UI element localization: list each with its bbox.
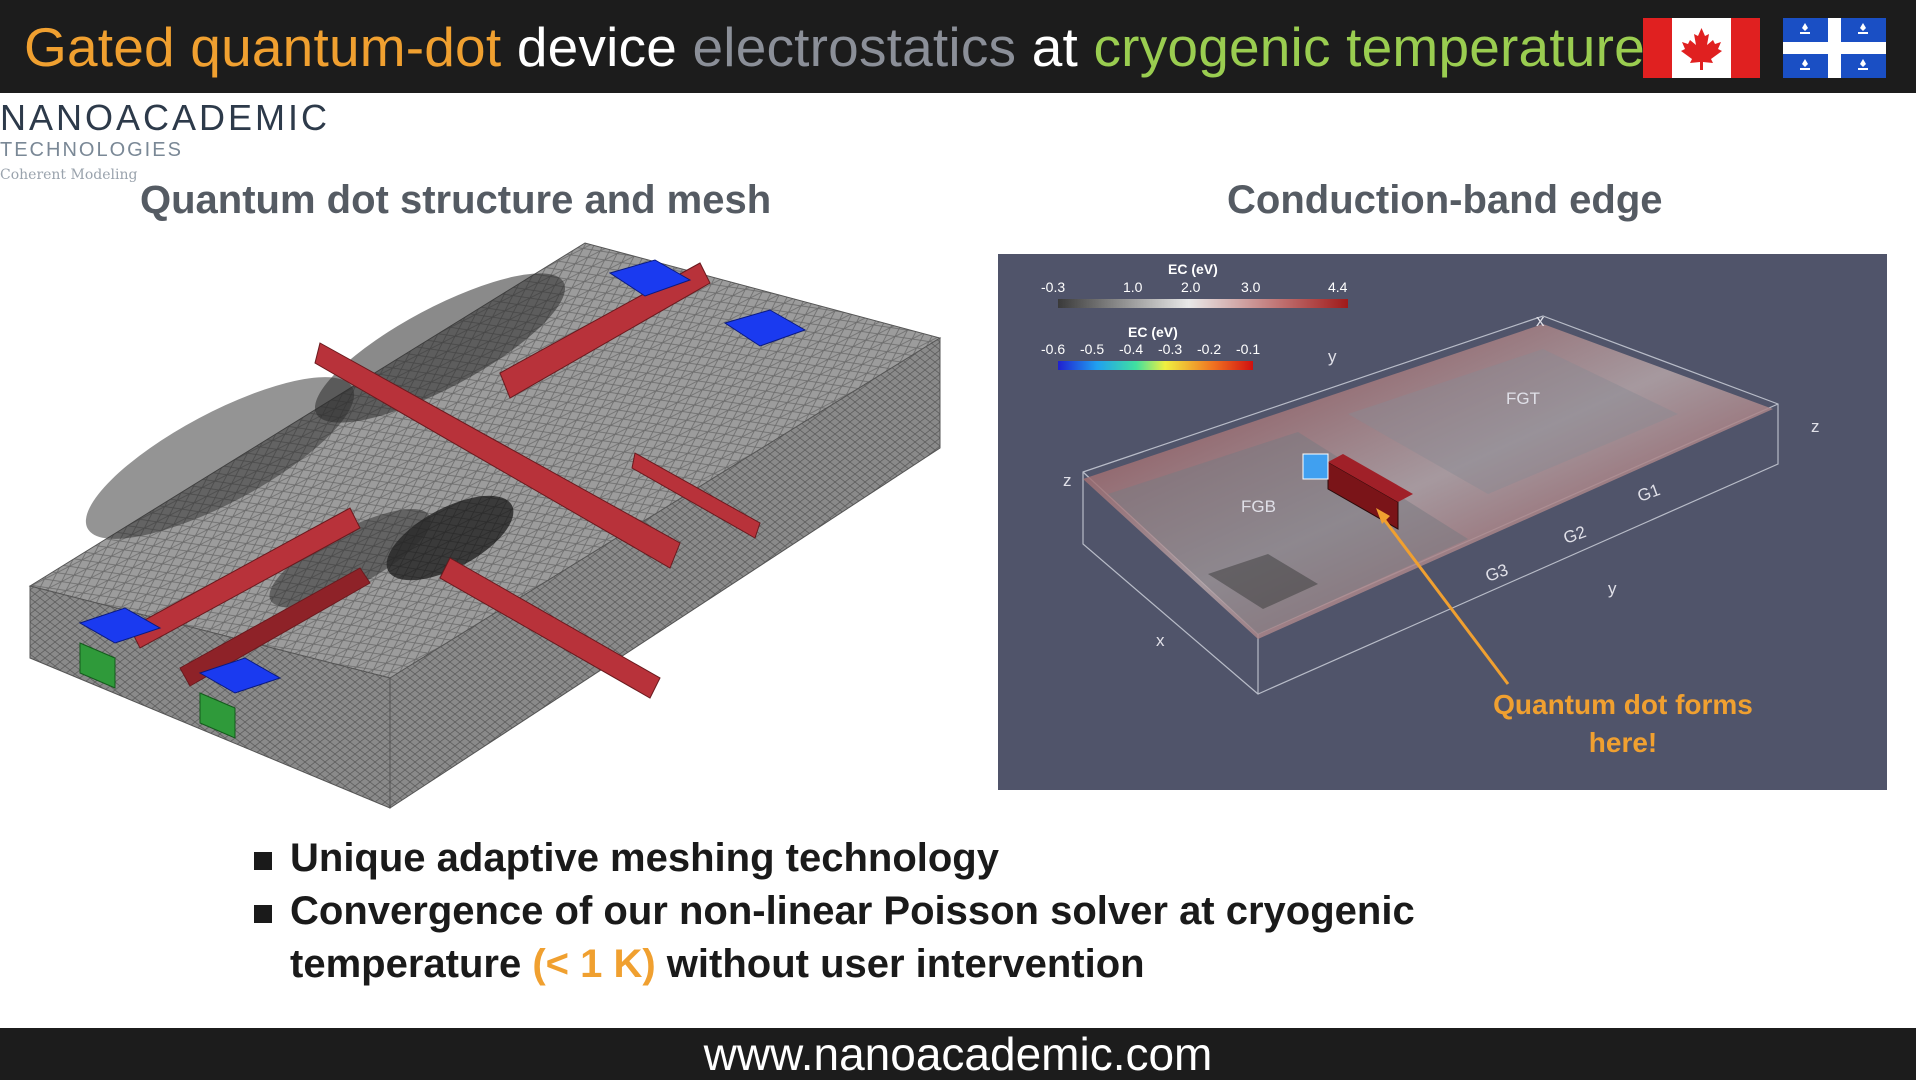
axis-label-y-top: y xyxy=(1328,347,1337,366)
title-part-2: device xyxy=(516,16,677,78)
quantum-dot-mesh-image xyxy=(28,242,942,809)
title-part-5: cryogenic temperature xyxy=(1093,16,1645,78)
canada-flag-icon xyxy=(1643,18,1760,78)
bullet-text-2c: without user intervention xyxy=(655,942,1145,986)
axis-label-x-bottom: x xyxy=(1156,631,1165,650)
header-bar: Gated quantum-dot device electrostatics … xyxy=(0,0,1916,93)
colorbar1-tick: -0.3 xyxy=(1041,279,1065,295)
gate-label-g2: G2 xyxy=(1561,522,1589,548)
colorbar2-label: EC (eV) xyxy=(1128,324,1178,340)
right-panel-title: Conduction-band edge xyxy=(1227,178,1663,222)
axis-label-z-left: z xyxy=(1063,471,1072,490)
colorbar2-tick: -0.2 xyxy=(1197,341,1221,357)
colorbar1-tick: 1.0 xyxy=(1123,279,1143,295)
title-part-1: Gated quantum-dot xyxy=(24,16,502,78)
colorbar2-tick: -0.5 xyxy=(1080,341,1104,357)
colorbar1-label: EC (eV) xyxy=(1168,261,1218,277)
title-part-3: electrostatics xyxy=(692,16,1017,78)
bullet-square-icon xyxy=(254,905,272,923)
colorbar2-tick: -0.1 xyxy=(1236,341,1260,357)
gate-label-g3: G3 xyxy=(1483,560,1511,586)
axis-label-x-top: x xyxy=(1536,311,1545,330)
colorbar1-tick: 2.0 xyxy=(1181,279,1201,295)
logo-tagline: Coherent Modeling xyxy=(0,167,138,183)
axis-label-y-bottom: y xyxy=(1608,579,1617,598)
bullet-text-1: Unique adaptive meshing technology xyxy=(290,836,999,880)
annotation-line1: Quantum dot forms xyxy=(1493,689,1753,720)
bullet-text-2b: temperature xyxy=(290,942,533,986)
conduction-band-plot: EC (eV) -0.3 1.0 2.0 3.0 4.4 EC (eV) -0.… xyxy=(998,254,1887,790)
footer-url[interactable]: www.nanoacademic.com xyxy=(703,1028,1213,1080)
annotation-arrow xyxy=(1378,513,1510,685)
colorbar2-tick: -0.4 xyxy=(1119,341,1143,357)
gate-label-g1: G1 xyxy=(1635,480,1663,506)
colorbar1-tick: 4.4 xyxy=(1328,279,1348,295)
bullet-list: Unique adaptive meshing technology Conve… xyxy=(250,832,1415,991)
left-panel-title: Quantum dot structure and mesh xyxy=(140,178,772,222)
annotation-line2: here! xyxy=(1589,727,1657,758)
logo-line1: NANOACADEMIC xyxy=(0,97,331,138)
gate-label-fgt: FGT xyxy=(1506,389,1540,408)
gate-label-fgb: FGB xyxy=(1241,497,1276,516)
bullet-item-2: Convergence of our non-linear Poisson so… xyxy=(250,885,1415,991)
bullet-item-1: Unique adaptive meshing technology xyxy=(250,832,1415,885)
colorbar2-tick: -0.6 xyxy=(1041,341,1065,357)
slide-title: Gated quantum-dot device electrostatics … xyxy=(24,12,1645,82)
axis-label-z-right: z xyxy=(1811,417,1820,436)
logo-line2: TECHNOLOGIES xyxy=(0,139,183,161)
colorbar2-tick: -0.3 xyxy=(1158,341,1182,357)
bullet-square-icon xyxy=(254,852,272,870)
colorbar2 xyxy=(1058,361,1253,370)
bullet-highlight: (< 1 K) xyxy=(532,942,656,986)
quebec-flag-icon xyxy=(1783,18,1886,78)
company-logo: NANOACADEMIC TECHNOLOGIES Coherent Model… xyxy=(0,97,331,190)
title-part-4: at xyxy=(1031,16,1078,78)
colorbar1-tick: 3.0 xyxy=(1241,279,1261,295)
footer-bar: www.nanoacademic.com xyxy=(0,1028,1916,1080)
colorbar1 xyxy=(1058,299,1348,308)
bullet-text-2a: Convergence of our non-linear Poisson so… xyxy=(290,889,1415,933)
